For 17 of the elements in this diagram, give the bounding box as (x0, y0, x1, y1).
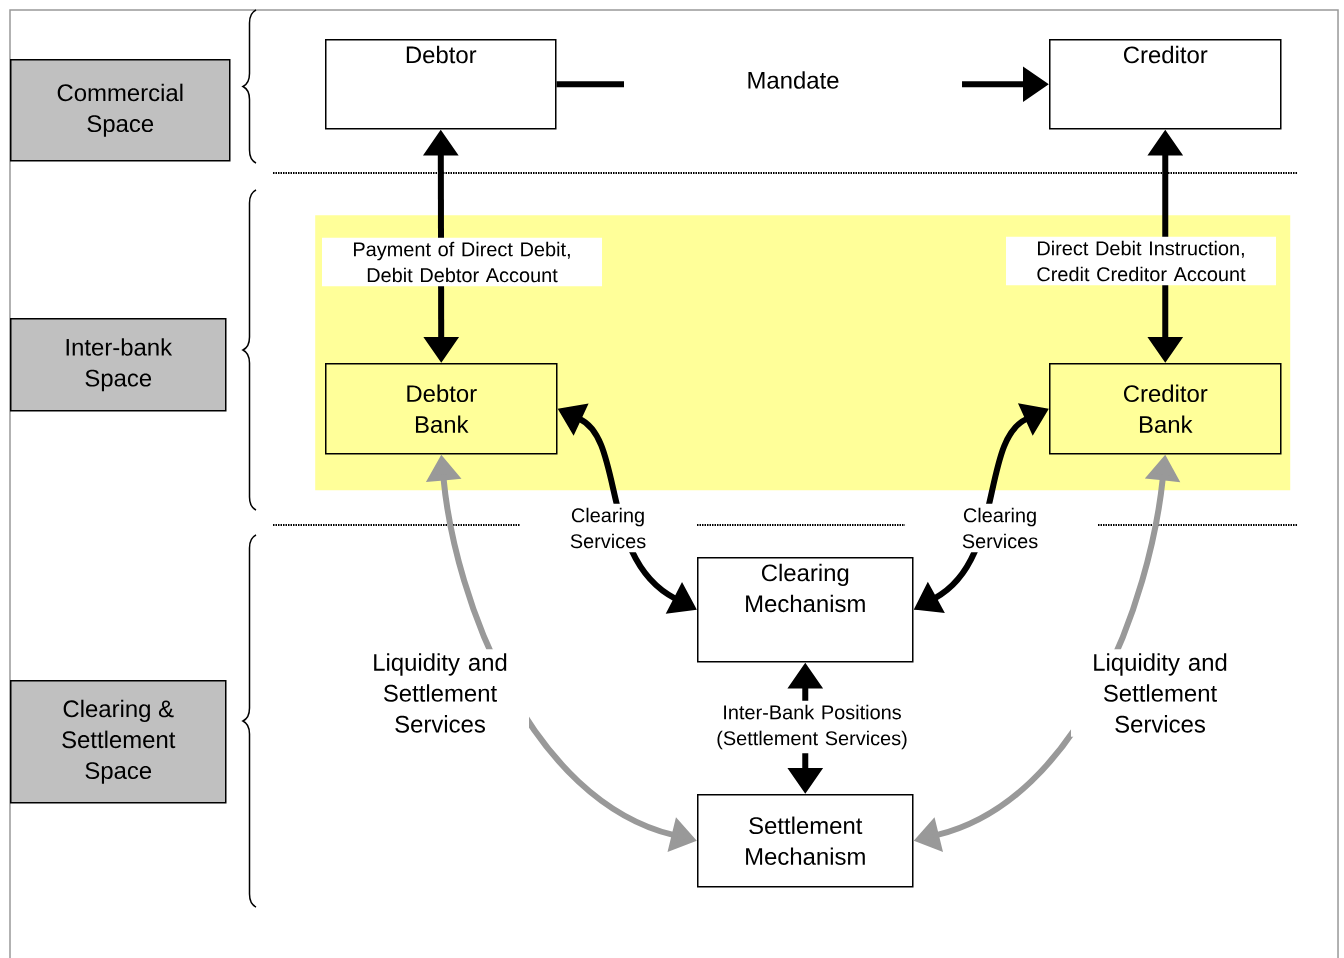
bank-box: Creditor Bank (1049, 363, 1282, 455)
party-box: Debtor (325, 39, 557, 130)
edge-label: Direct Debit Instruction, Credit Creditor Account (1006, 236, 1276, 286)
party-box: Creditor (1049, 39, 1282, 130)
process-box: Settlement Mechanism (697, 794, 914, 888)
edge-label: Payment of Direct Debit, Debit Debtor Account (322, 237, 602, 287)
edge-label: Mandate (624, 67, 962, 93)
section-label-box: Clearing & Settlement Space (10, 680, 227, 804)
edge-label: Inter-Bank Positions (Settlement Services) (698, 700, 926, 754)
edge-label: Clearing Services (946, 503, 1054, 553)
section-label-box: Commercial Space (10, 59, 231, 162)
edge-label: Liquidity and Settlement Services (351, 649, 529, 737)
edge-label: Clearing Services (554, 503, 662, 553)
section-label-box: Inter-bank Space (10, 318, 227, 412)
edge-label: Liquidity and Settlement Services (1071, 649, 1249, 737)
process-box: Clearing Mechanism (697, 557, 914, 663)
bank-box: Debtor Bank (325, 363, 558, 455)
